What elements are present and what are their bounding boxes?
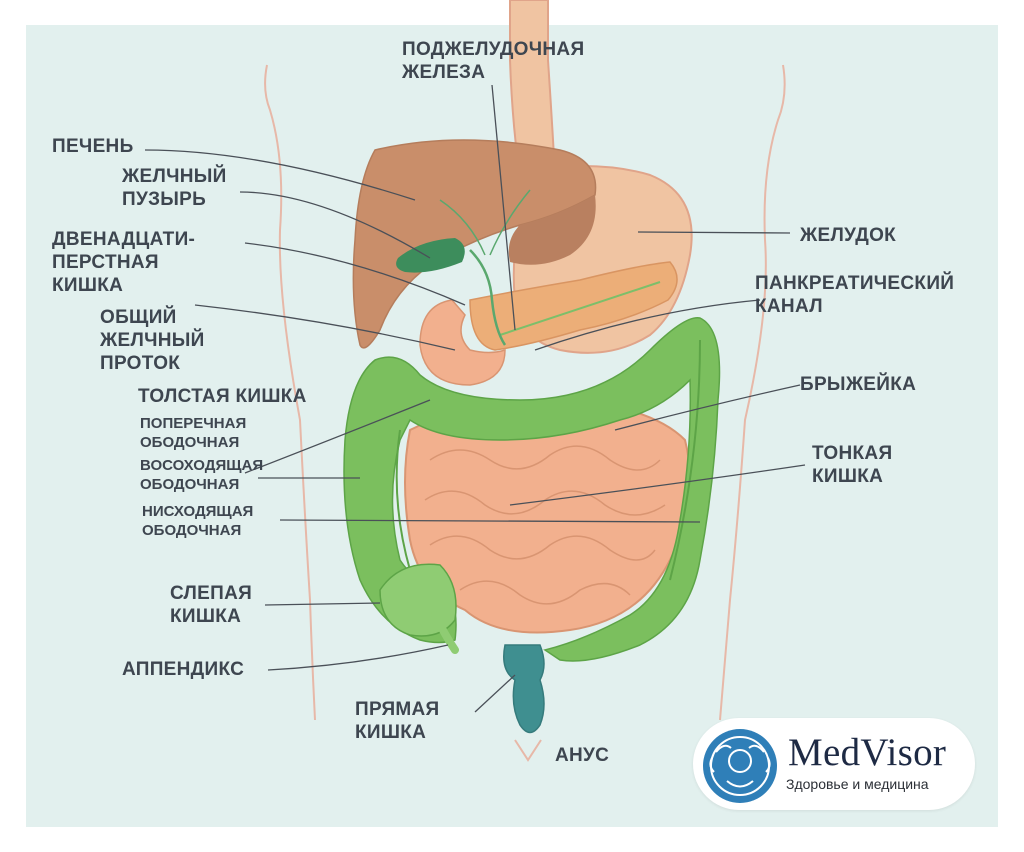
leader-bile-duct (194, 304, 456, 351)
label-pancreatic-duct: ПАНКРЕАТИЧЕСКИЙ КАНАЛ (755, 273, 955, 317)
leader-transverse (244, 399, 431, 474)
colon-taenia (395, 429, 411, 571)
colon (343, 317, 721, 662)
rectum (503, 644, 545, 734)
label-liver: ПЕЧЕНЬ (52, 136, 134, 157)
leader-stomach (637, 231, 791, 234)
colon-taenia-2 (669, 339, 701, 581)
label-transverse-colon: ПОПЕРЕЧНАЯ ОБОДОЧНАЯ (140, 415, 247, 451)
label-cecum: СЛЕПАЯ КИШКА (170, 583, 253, 627)
duodenum (419, 299, 506, 386)
leader-rectum (474, 674, 516, 713)
label-duodenum: ДВЕНАДЦАТИ- ПЕРСТНАЯ КИШКА (52, 229, 196, 296)
leader-mesentery (614, 384, 801, 431)
label-large-intestine: ТОЛСТАЯ КИШКА (138, 386, 307, 407)
leader-pancreas (491, 84, 516, 331)
label-appendix: АППЕНДИКС (122, 659, 245, 680)
gallbladder (396, 238, 465, 273)
label-pancreas: ПОДЖЕЛУДОЧНАЯ ЖЕЛЕЗА (402, 39, 585, 83)
label-anus: АНУС (555, 745, 610, 766)
pancreatic-duct (499, 281, 661, 336)
hepatic-duct (439, 199, 486, 256)
label-gallbladder: ЖЕЛЧНЫЙ ПУЗЫРЬ (122, 166, 227, 210)
logo-tagline: Здоровье и медицина (786, 776, 929, 792)
label-mesentery: БРЫЖЕЙКА (800, 374, 917, 395)
label-stomach: ЖЕЛУДОК (800, 225, 897, 246)
label-bile-duct: ОБЩИЙ ЖЕЛЧНЫЙ ПРОТОК (100, 307, 205, 374)
appendix (431, 611, 459, 654)
body-outline-right (719, 64, 786, 721)
anus-marker (514, 739, 542, 762)
hepatic-duct-2 (489, 189, 531, 256)
leader-gallbladder (239, 191, 431, 259)
logo-brand: MedVisor (788, 731, 947, 774)
bile-duct (469, 249, 507, 346)
label-descending-colon: НИСХОДЯЩАЯ ОБОДОЧНАЯ (142, 503, 254, 539)
liver-lobe (508, 195, 596, 265)
leader-lines (144, 84, 806, 713)
leader-cecum (264, 602, 381, 606)
label-small-intestine: ТОНКАЯ КИШКА (812, 443, 893, 487)
leader-liver (144, 149, 416, 201)
leader-appendix (267, 644, 449, 671)
label-rectum: ПРЯМАЯ КИШКА (355, 699, 440, 743)
leader-descending (279, 519, 701, 523)
leader-small-intestine (509, 464, 806, 506)
label-ascending-colon: ВОСОХОДЯЩАЯ ОБОДОЧНАЯ (140, 457, 264, 493)
body-outline-left (264, 64, 316, 721)
leader-pancreatic-duct (534, 299, 761, 351)
leader-duodenum (244, 242, 466, 306)
